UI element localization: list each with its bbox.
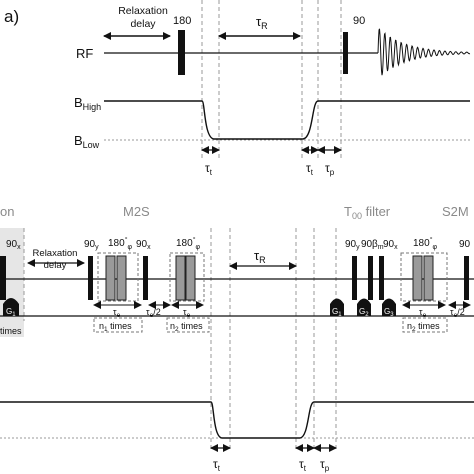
top-row-blow-label: BLow	[74, 133, 100, 150]
top-row-bhigh-label: BHigh	[74, 95, 101, 112]
top-pulse-90	[343, 32, 348, 74]
top-field-profile	[104, 100, 470, 140]
n1-times-label: n1 times	[99, 321, 132, 333]
bottom-tau-t-label-2: τt	[299, 457, 307, 473]
top-pulse-90-label: 90	[353, 15, 365, 27]
bottom-tau-t-label-1: τt	[213, 457, 221, 473]
g3-label: G3	[384, 307, 394, 318]
bottom-tau-p-label: τp	[320, 457, 330, 473]
section-s2m-label: S2M	[442, 204, 469, 219]
pulse-180phi-2a	[175, 255, 186, 301]
top-timing-guides	[201, 0, 342, 160]
pulse-180phi-3b	[423, 255, 434, 301]
label-180phi-2: 180°φ	[176, 236, 201, 251]
g1-left-shape	[3, 298, 19, 316]
label-90y-2: 90y	[345, 239, 360, 251]
n2-times-label-2: n2 times	[407, 321, 440, 333]
pulse-90x-m2s	[143, 256, 148, 300]
pulse-90y	[88, 256, 93, 300]
g1-label: G1	[332, 307, 342, 318]
pulse-180phi-1a	[105, 255, 116, 301]
bottom-field-profile	[0, 401, 474, 439]
n2-times-box-2	[402, 317, 448, 333]
panel-label: a)	[4, 7, 19, 26]
tau-e-label-2: τe	[183, 307, 191, 319]
top-relaxation-label-2: delay	[130, 18, 156, 30]
g2-label: G2	[359, 307, 369, 318]
pulse-180phi-2b	[185, 255, 196, 301]
pulse-90y-2	[352, 256, 357, 300]
times-left-label: times	[0, 326, 22, 336]
n1-times-box	[93, 317, 143, 333]
pulse-180phi-1b	[116, 255, 127, 301]
pulse-90x-2	[379, 256, 384, 300]
g1-shape	[330, 298, 344, 316]
top-tau-r: τR	[256, 14, 268, 31]
section-t00-label: T00 filter	[344, 204, 391, 221]
label-180phi-1: 180°φ	[108, 236, 133, 251]
label-180phi-3: 180°φ	[413, 236, 438, 251]
bottom-pulses	[0, 256, 469, 300]
section-left-label: on	[0, 204, 14, 219]
top-tau-t-label-1: τt	[205, 161, 213, 177]
top-tau-p-label: τp	[325, 161, 335, 177]
tau-e-half-label-1: τe/2	[146, 307, 161, 319]
label-beta-m: βm	[372, 239, 384, 251]
tau-e-label-1: τe	[113, 307, 121, 319]
section-m2s-label: M2S	[123, 204, 150, 219]
top-fid-signal	[377, 28, 471, 76]
g3-shape	[382, 298, 396, 316]
bottom-tau-r: τR	[254, 248, 266, 265]
label-90x-right: 90	[459, 239, 471, 250]
tau-e-half-label-2: τe/2	[450, 307, 465, 319]
g1-left-label: G1	[6, 307, 16, 318]
gradient-shaded	[0, 321, 24, 337]
gradient-pulses	[3, 298, 396, 316]
top-row-rf-label: RF	[76, 46, 93, 61]
pulse-180phi-3a	[412, 255, 423, 301]
bottom-relaxation-label-1: Relaxation	[33, 248, 78, 259]
pulse-betam	[368, 256, 373, 300]
label-90-2: 90	[361, 239, 373, 250]
label-90y: 90y	[84, 239, 99, 251]
bottom-relaxation-label-2: delay	[44, 260, 67, 271]
label-90x-left: 90x	[6, 239, 21, 251]
tau-e-label-3: τe	[419, 307, 427, 319]
top-relaxation-label-1: Relaxation	[118, 5, 168, 17]
top-tau-t-label-2: τt	[306, 161, 314, 177]
label-90x-2: 90x	[383, 239, 398, 251]
g2-shape	[357, 298, 371, 316]
n2-times-label-1: n2 times	[170, 321, 203, 333]
top-pulse-180	[178, 30, 185, 75]
n2-times-box-1	[166, 317, 210, 333]
pulse-90x-right	[464, 256, 469, 300]
top-pulse-180-label: 180	[173, 15, 191, 27]
pulse-90x-left	[0, 256, 6, 300]
label-90x-m2s: 90x	[136, 239, 151, 251]
echo-train-box-2	[169, 252, 205, 302]
